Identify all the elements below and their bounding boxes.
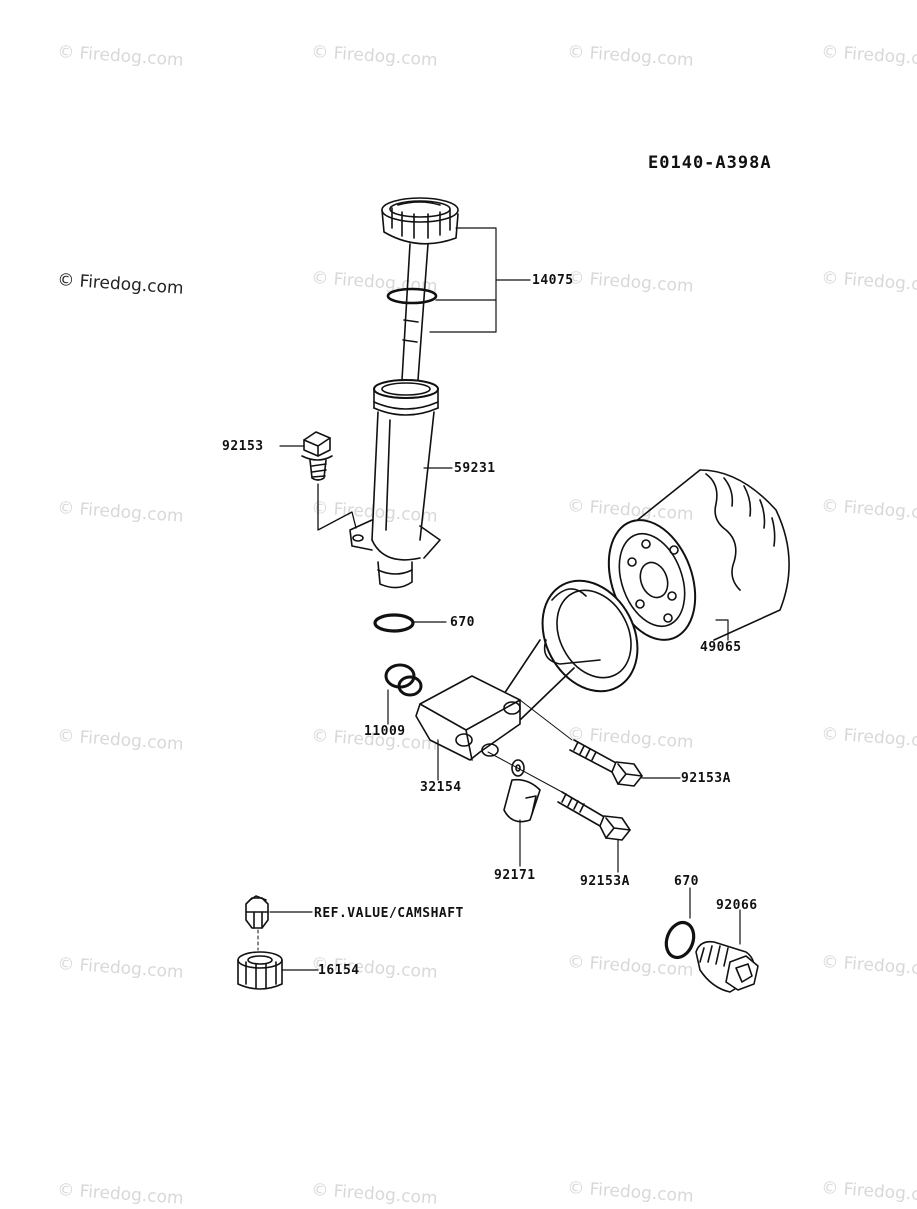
callout-92153A-lower: 92153A bbox=[580, 874, 630, 889]
flange-bolt-part bbox=[301, 431, 333, 481]
callout-ref-camshaft: REF.VALUE/CAMSHAFT bbox=[314, 906, 464, 921]
drain-plug-92066-part bbox=[695, 940, 759, 993]
callout-49065: 49065 bbox=[700, 640, 742, 655]
dipstick-oring bbox=[386, 287, 438, 305]
bolt-92153A-upper bbox=[569, 739, 643, 787]
bolt-alignment-lines bbox=[487, 699, 573, 793]
callout-59231: 59231 bbox=[454, 461, 496, 476]
oring-670-top bbox=[373, 613, 415, 633]
diagram-code: E0140-A398A bbox=[648, 153, 772, 173]
callout-14075: 14075 bbox=[532, 273, 574, 288]
callout-11009: 11009 bbox=[364, 724, 406, 739]
bolt-92153A-lower bbox=[557, 791, 631, 841]
clamp-92171-part bbox=[503, 759, 541, 823]
callout-92153A-upper: 92153A bbox=[681, 771, 731, 786]
leader-lines bbox=[269, 227, 741, 971]
dipstick-cap-part bbox=[381, 197, 459, 381]
bolt-leader-zigzag bbox=[317, 483, 357, 531]
gasket-11009-part bbox=[384, 663, 423, 697]
oil-filter-part bbox=[607, 469, 790, 641]
callout-670-top: 670 bbox=[450, 615, 475, 630]
callout-16154: 16154 bbox=[318, 963, 360, 978]
callout-670-bottom: 670 bbox=[674, 874, 699, 889]
callout-92171: 92171 bbox=[494, 868, 536, 883]
rotor-16154-part bbox=[237, 951, 283, 990]
callout-92153: 92153 bbox=[222, 439, 264, 454]
oil-filler-tube-part bbox=[349, 379, 441, 589]
camshaft-ref-gear bbox=[245, 895, 269, 929]
oil-filter-bracket-part bbox=[415, 579, 639, 761]
oring-670-bottom bbox=[664, 920, 696, 960]
callout-92066: 92066 bbox=[716, 898, 758, 913]
callout-32154: 32154 bbox=[420, 780, 462, 795]
